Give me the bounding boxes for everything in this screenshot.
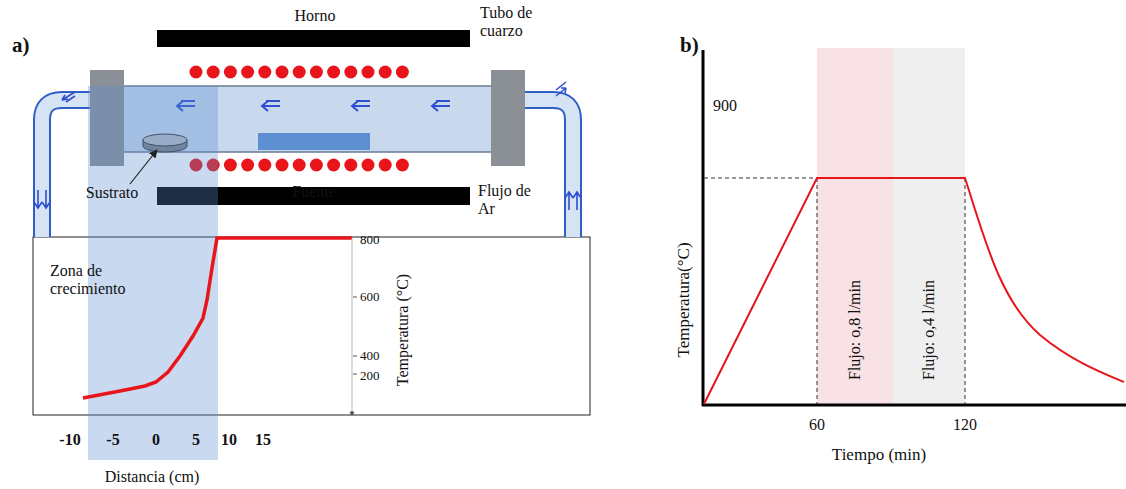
flow-band-fill <box>817 48 893 405</box>
heater-dot <box>310 159 323 172</box>
tick-label: -10 <box>59 431 80 449</box>
tube-cap <box>491 70 525 166</box>
heater-dot <box>258 159 271 172</box>
tick-label: 900 <box>713 97 737 115</box>
tick-label: 800 <box>360 233 380 247</box>
axis-title: Distancia (cm) <box>105 468 200 486</box>
heater-dot <box>190 66 203 79</box>
tick-label: 15 <box>255 431 271 449</box>
flow-band: Flujo: o,8 l/min <box>817 48 893 405</box>
temperature-curve <box>704 178 1124 404</box>
heater-dot <box>396 66 409 79</box>
growth-zone-label: Zona de crecimiento <box>50 262 160 312</box>
heater-coil <box>190 66 409 172</box>
panel-letter: a) <box>12 34 30 57</box>
part-name: Flujo de Ar <box>478 182 534 217</box>
part-name: Fuente <box>292 183 336 201</box>
heater-dot <box>310 66 323 79</box>
leader-line <box>130 150 157 184</box>
node-text: Flujo: o,4 l/min <box>920 280 938 380</box>
axis-tick <box>353 297 357 374</box>
panel-letter: b) <box>680 34 699 57</box>
heater-dot <box>379 66 392 79</box>
source-boat <box>258 133 370 150</box>
part-name: Horno <box>295 7 336 25</box>
heater-dot <box>379 159 392 172</box>
heater-dot <box>327 159 340 172</box>
part-name: Tubo de cuarzo <box>480 4 542 39</box>
temperature-axis <box>352 238 353 414</box>
furnace-wall <box>157 30 470 47</box>
heater-dot <box>241 66 254 79</box>
heater-dot <box>258 66 271 79</box>
heater-dot <box>293 159 306 172</box>
tick-label: 600 <box>360 290 380 304</box>
tick-label: 400 <box>360 349 380 363</box>
heater-dot <box>276 66 289 79</box>
heater-dot <box>344 159 357 172</box>
tick-label: 60 <box>809 416 825 434</box>
tick-label: 200 <box>360 369 380 383</box>
axis-title: Temperatura (°C) <box>394 274 412 386</box>
y-axis <box>702 50 705 406</box>
axis-title: Tiempo (min) <box>832 446 926 465</box>
temperature-profile <box>83 238 352 398</box>
heater-dot <box>224 159 237 172</box>
heater-dot <box>362 66 375 79</box>
tick-label: 10 <box>221 431 237 449</box>
heater-dot <box>327 66 340 79</box>
heater-dot <box>207 66 220 79</box>
tick-label: 0 <box>152 431 160 449</box>
tick-label: -5 <box>106 431 119 449</box>
heater-dot <box>362 159 375 172</box>
tick-label: 120 <box>953 416 977 434</box>
axis-origin <box>350 411 354 415</box>
heater-dot <box>241 159 254 172</box>
flow-band: Flujo: o,4 l/min <box>893 48 965 405</box>
heater-dot <box>276 159 289 172</box>
tick-label: 5 <box>192 431 200 449</box>
flow-band-fill <box>893 48 965 405</box>
x-axis <box>702 404 1126 407</box>
node-text: Flujo: o,8 l/min <box>846 280 864 380</box>
axis-title: Temperatura(°C) <box>675 242 694 357</box>
growth-zone-band <box>88 86 218 460</box>
guide-line <box>704 178 965 404</box>
part-name: Sustrato <box>86 184 138 202</box>
heater-dot <box>293 66 306 79</box>
heater-dot <box>224 66 237 79</box>
node-text: Zona de crecimiento <box>50 262 146 299</box>
heater-dot <box>344 66 357 79</box>
heater-dot <box>396 159 409 172</box>
